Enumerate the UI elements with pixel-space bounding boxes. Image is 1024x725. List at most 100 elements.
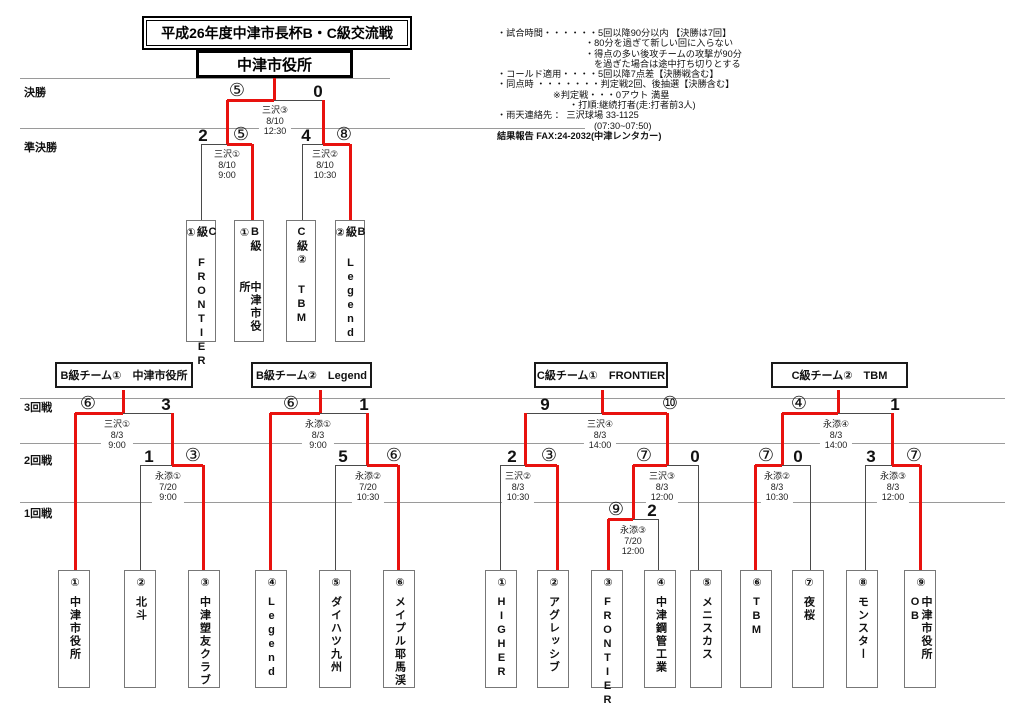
bracket-line [302,144,303,220]
winner-path-line [397,465,400,570]
winner-path-line [273,78,276,100]
bracket-line [633,519,658,520]
match-score: 3 [866,447,876,466]
venue-text-line: 14:00 [588,440,612,450]
winner-path-line [556,465,559,570]
team-seed: B級① [238,226,261,253]
team-seed: ⑥ [393,576,406,591]
match-score: ⑥ [282,393,300,413]
venue-text-line: 三沢③ [261,105,289,115]
venue-text-line: 14:00 [824,440,848,450]
team-seed: ② [547,576,560,591]
team-seed: ⑤ [700,576,713,591]
winner-path-line [269,413,272,570]
team-name: TBM [295,284,308,326]
match-score: 2 [507,447,517,466]
winner-path-line [366,413,369,465]
winner-path-line [251,144,254,220]
team-seed: B級② [333,226,368,241]
venue-text-line: 永添④ [822,419,850,429]
match-score: 3 [161,395,171,414]
venue-text-line: 永添③ [879,471,907,481]
winner-path-line [524,413,527,465]
match-score: ⑩ [661,393,679,413]
winner-path-line [837,390,840,413]
venue-text-line: 永添① [304,419,332,429]
winner-path-line [227,143,252,146]
venue-text-line: 9:00 [218,170,236,180]
winner-path-line [919,465,922,570]
note-line: (07:30~07:50) [594,120,652,131]
bracket-line [302,144,323,145]
note-line: ・雨天連絡先 ： 三沢球場 33-1125 [497,110,639,121]
row-separator-line [20,398,1005,399]
bracket-line [274,100,323,101]
round-label: 準決勝 [24,142,57,154]
bracket-line [335,465,336,570]
winner-path-line [892,464,920,467]
tournament-title-box: 平成26年度中津市長杯B・C級交流戦 [142,16,412,50]
match-score: ⑧ [335,124,353,144]
team-name: ダイハツ九州 [329,596,342,674]
team-box: ⑧ モンスター [846,570,878,688]
winner-path-line [171,413,174,465]
match-score: 4 [301,126,311,145]
match-score: 1 [890,395,900,414]
team-name: 夜桜 [802,596,815,622]
row-separator-line [20,78,390,79]
venue-text-line: 10:30 [506,492,530,502]
venue-text-line: 三沢③ [648,471,676,481]
team-name: TBM [750,596,763,638]
winner-path-line [319,390,322,413]
winner-path-line [891,413,894,465]
venue-text-line: 10:30 [356,492,380,502]
winner-path-line [601,390,604,413]
note-line: 結果報告 FAX:24-2032(中津レンタカー) [497,130,662,141]
bracket-line [865,465,866,570]
venue-text-line: 9:00 [309,440,327,450]
team-seed: ③ [601,576,614,591]
team-seed: ⑦ [802,576,815,591]
row-separator-line [20,443,1005,444]
team-name: HIGHER [495,596,508,680]
match-score: ⑦ [757,445,775,465]
team-name: FRONTIER [601,596,614,708]
bracket-line [838,413,892,414]
team-name: Legend [265,596,278,680]
match-score: ⑤ [228,80,246,100]
match-score: 9 [540,395,550,414]
team-name: メイプル耶馬渓 [393,596,406,687]
round-label: 決勝 [24,87,46,99]
winner-path-line [754,465,757,570]
team-seed: C級② [295,226,308,268]
bracket-line [698,465,699,570]
match-score: ③ [184,445,202,465]
match-score: ⑥ [385,445,403,465]
team-name: 中津市役所 [68,596,81,661]
bracket-line [500,465,525,466]
venue-text-line: 8/3 [511,481,525,492]
winner-path-line [781,413,784,465]
winner-path-line [602,412,667,415]
team-seed: C級① [184,226,219,241]
venue-text-line: 12:00 [881,492,905,502]
bracket-header: B級チーム② Legend [251,362,372,388]
bracket-line [140,465,141,570]
team-name: モンスター [856,596,869,661]
bracket-line [320,413,367,414]
team-seed: ⑧ [856,576,869,591]
note-line: ・試合時間・・・・・・5回以降90分以内 【決勝は7回】 [497,28,732,38]
venue-text-line: 10:30 [313,170,337,180]
note-line: ・得点の多い後攻チームの攻撃が90分 [585,48,742,59]
venue-text-line: 永添② [763,471,791,481]
